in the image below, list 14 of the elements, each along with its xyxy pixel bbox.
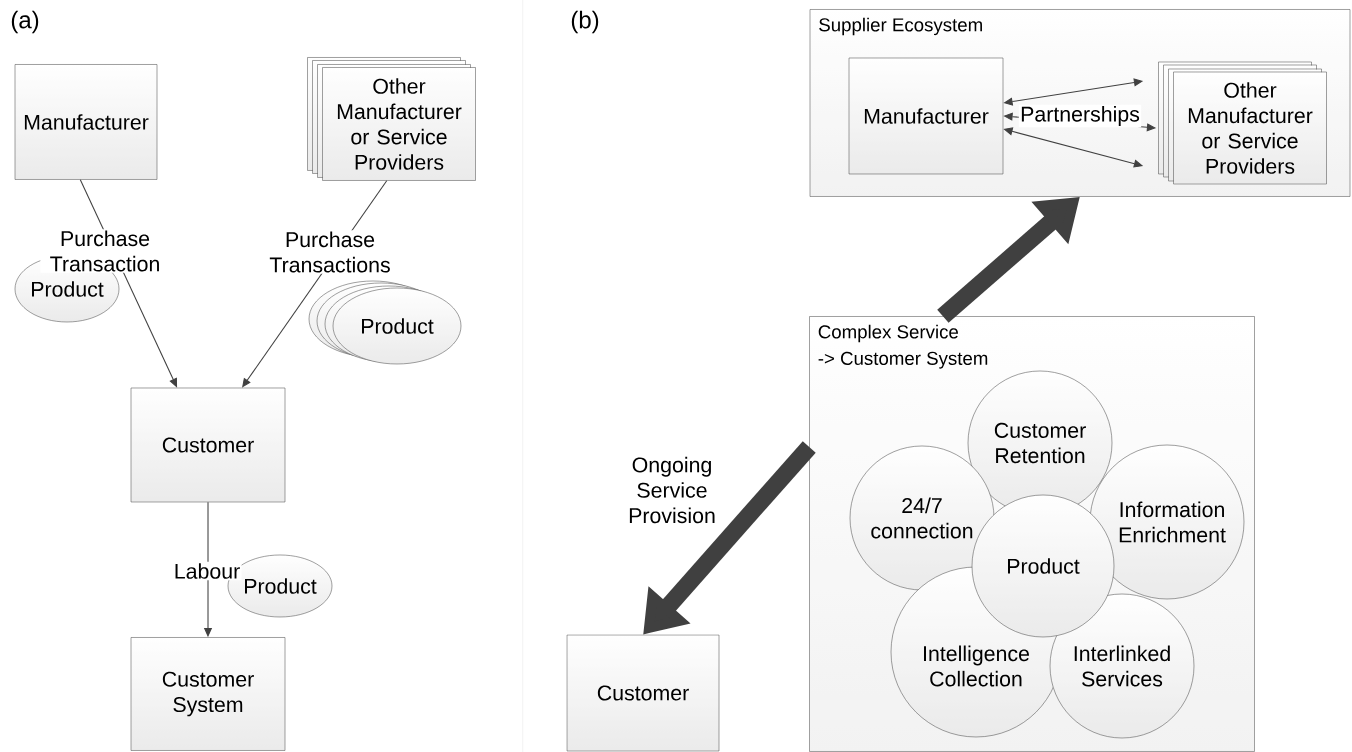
panel-label: (b) <box>571 10 599 34</box>
edge-label: Purchase Transactions <box>262 230 398 274</box>
panel-label: (a) <box>11 10 39 34</box>
entity-box: Manufacturer <box>14 64 158 180</box>
entity-box: Customer <box>566 634 720 752</box>
entity-box: Customer <box>130 387 286 503</box>
stacked-boxes: Other Manufacturer or Service Providers <box>1158 61 1327 185</box>
entity-box: Manufacturer <box>848 57 1004 175</box>
stacked-boxes: Other Manufacturer or Service Providers <box>307 57 476 181</box>
entity-box: Customer System <box>130 637 286 751</box>
edge-label: Ongoing Service Provision <box>620 455 724 525</box>
edge-label: Labour <box>172 561 242 581</box>
stacked-ellipses: Product <box>308 280 462 365</box>
edge-label: Purchase Transaction <box>40 229 170 273</box>
